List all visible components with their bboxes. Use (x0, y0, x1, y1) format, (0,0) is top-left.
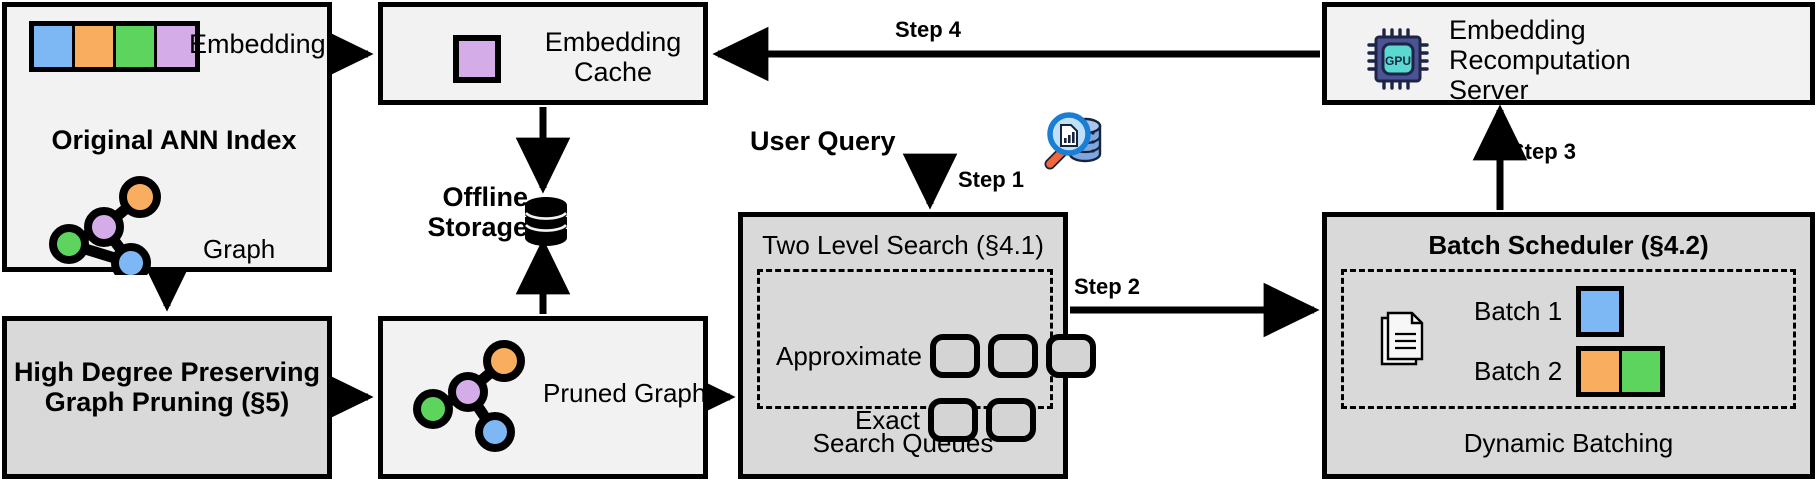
graph-pruning-title: High Degree Preserving Graph Pruning (§5… (13, 357, 321, 418)
gpu-icon-text: GPU (1385, 54, 1411, 68)
batch-2-swatches (1576, 346, 1666, 397)
embedding-vector-swatches (29, 21, 200, 72)
batch-2-row: Batch 2 (1474, 346, 1666, 397)
recomputation-server-title: Embedding Recomputation Server (1449, 15, 1631, 106)
dynamic-batching-inner-region: Batch 1 Batch 2 (1341, 269, 1796, 409)
original-ann-index-box: Embedding Original ANN Index Graph (2, 2, 332, 275)
embedding-swatch-blue (34, 26, 72, 67)
exact-queue-label: Exact (854, 404, 920, 435)
high-degree-preserving-graph-pruning-box: High Degree Preserving Graph Pruning (§5… (2, 316, 332, 479)
search-queues-footer-label: Search Queues (812, 428, 994, 458)
database-stack-icon (520, 196, 572, 255)
approximate-queue-slot (1045, 334, 1096, 378)
embedding-cache-box: Embedding Cache (378, 2, 708, 105)
batch-swatch-green (1622, 351, 1661, 392)
step-1-label: Step 1 (958, 167, 1025, 192)
embedding-chip-icon (453, 35, 501, 83)
exact-queue-slot (928, 398, 978, 442)
step-3-label: Step 3 (1510, 139, 1577, 164)
exact-queue-slot (986, 398, 1036, 442)
approximate-queue-slot (929, 334, 980, 378)
embedding-recomputation-server-box: GPU Embedding Recomputation Server (1322, 2, 1815, 105)
embedding-swatch-purple (157, 26, 195, 67)
user-query-label: User Query (750, 126, 896, 156)
offline-storage-label: Offline Storage (427, 182, 528, 243)
search-queues-inner-region: Approximate Exact (757, 269, 1096, 442)
embedding-label: Embedding (189, 29, 326, 59)
two-level-search-title: Two Level Search (§4.1) (762, 230, 1044, 260)
batch-swatch-blue (1581, 291, 1620, 332)
batch-2-label: Batch 2 (1474, 356, 1563, 386)
documents-icon (1378, 308, 1432, 375)
dynamic-batching-footer-label: Dynamic Batching (1463, 428, 1674, 458)
batch-1-row: Batch 1 (1474, 286, 1625, 337)
embedding-swatch-green (116, 26, 154, 67)
embedding-cache-title: Embedding Cache (544, 27, 682, 88)
approximate-queue-slot (987, 334, 1038, 378)
pruned-graph-label: Pruned Graph (543, 378, 707, 408)
step-2-label: Step 2 (1074, 274, 1141, 299)
batch-scheduler-box: Batch Scheduler (§4.2) Batch 1 (1322, 212, 1815, 479)
step-4-label: Step 4 (895, 17, 962, 42)
batch-1-swatches (1576, 286, 1625, 337)
approximate-queue-label: Approximate (776, 340, 922, 371)
approximate-queue-row: Approximate (776, 334, 1096, 378)
ann-graph-illustration (41, 175, 171, 275)
exact-queue-row: Exact (855, 398, 1036, 442)
batch-scheduler-title: Batch Scheduler (§4.2) (1428, 230, 1709, 260)
gpu-chip-icon: GPU (1365, 26, 1431, 97)
query-search-database-icon (1036, 106, 1110, 177)
pruned-graph-illustration (405, 339, 535, 454)
embedding-swatch-orange (75, 26, 113, 67)
original-ann-index-title: Original ANN Index (51, 125, 297, 155)
batch-swatch-orange (1581, 351, 1620, 392)
pruned-graph-box: Pruned Graph (378, 316, 708, 479)
ann-graph-label: Graph (203, 234, 276, 264)
two-level-search-box: Two Level Search (§4.1) Approximate Exac… (738, 212, 1096, 479)
batch-1-label: Batch 1 (1474, 296, 1563, 326)
